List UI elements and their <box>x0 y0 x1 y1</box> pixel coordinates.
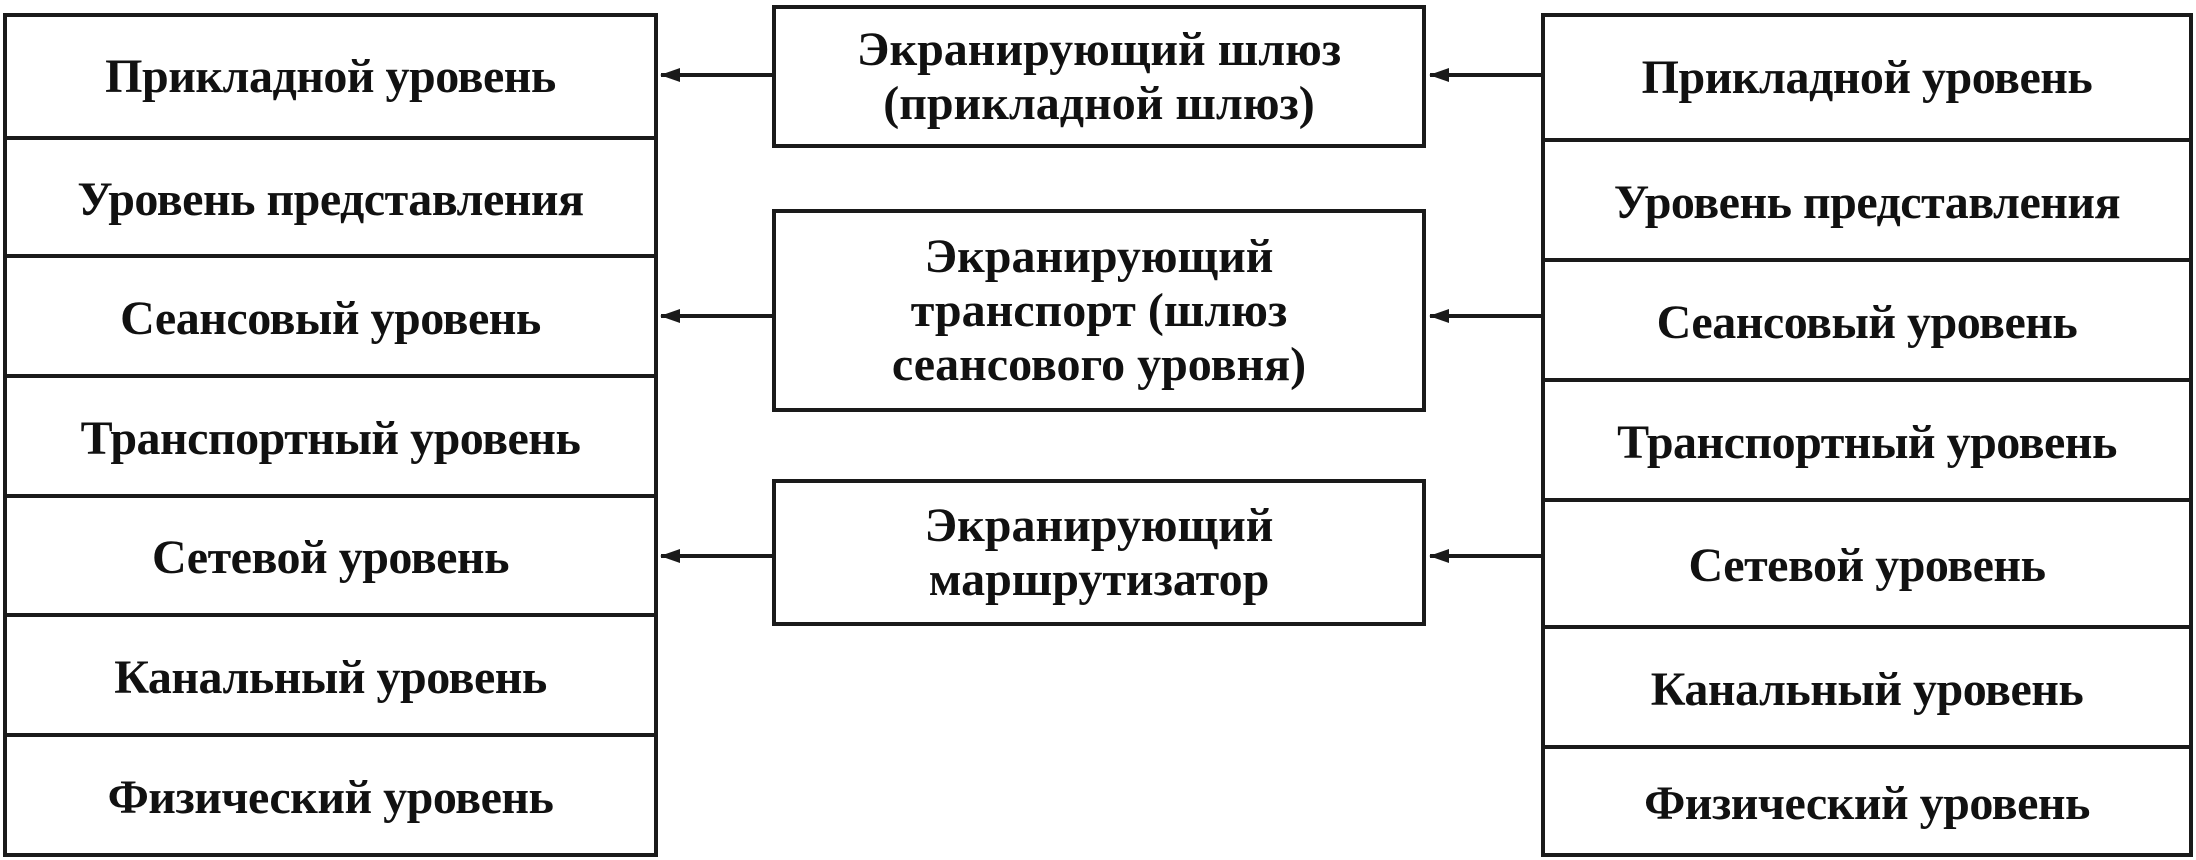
right-layer-datalink: Канальный уровень <box>1545 625 2189 749</box>
right-osi-stack: Прикладной уровень Уровень представления… <box>1541 13 2193 857</box>
right-layer-network: Сетевой уровень <box>1545 498 2189 629</box>
left-layer-physical: Физический уровень <box>7 733 654 857</box>
right-layer-application: Прикладной уровень <box>1641 51 2093 104</box>
right-layer-session: Сеансовый уровень <box>1545 258 2189 382</box>
left-layer-session: Сеансовый уровень <box>7 254 654 378</box>
right-layer-physical: Физический уровень <box>1545 745 2189 857</box>
transport-gateway-box: Экранирующий транспорт (шлюз сеансового … <box>772 209 1426 412</box>
router-gateway-box: Экранирующий маршрутизатор <box>772 479 1426 626</box>
application-gateway-box: Экранирующий шлюз (прикладной шлюз) <box>772 5 1426 148</box>
left-layer-datalink: Канальный уровень <box>7 613 654 737</box>
left-osi-stack: Прикладной уровень Уровень представления… <box>3 13 658 857</box>
left-layer-transport: Транспортный уровень <box>7 374 654 498</box>
left-layer-presentation: Уровень представления <box>7 136 654 258</box>
left-layer-network: Сетевой уровень <box>7 494 654 617</box>
right-layer-transport: Транспортный уровень <box>1545 378 2189 502</box>
left-layer-application: Прикладной уровень <box>105 50 556 103</box>
right-layer-presentation: Уровень представления <box>1545 138 2189 262</box>
